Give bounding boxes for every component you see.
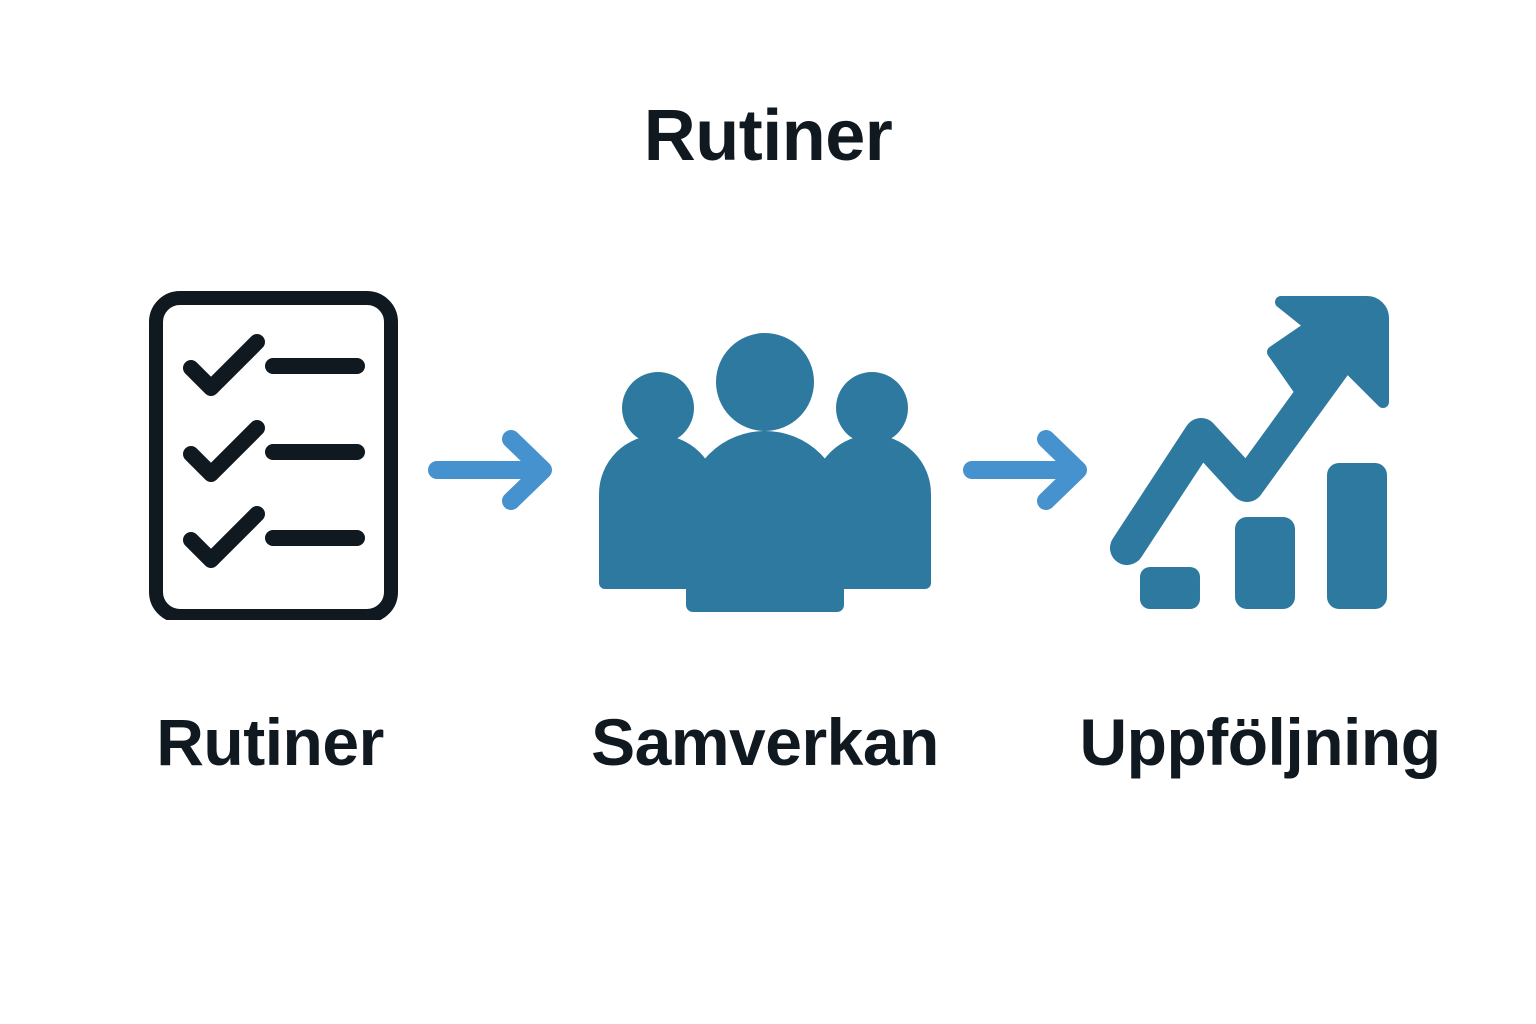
process-flow (0, 280, 1536, 623)
flow-step-samverkan[interactable] (565, 280, 965, 620)
checklist-document-icon (135, 280, 405, 625)
step-captions: Rutiner Samverkan Uppföljning (0, 700, 1536, 830)
connector-arrow-2 (960, 425, 1100, 515)
step-label-uppfoljning: Uppföljning (1079, 705, 1441, 779)
step-label-samverkan: Samverkan (591, 705, 939, 779)
arrow-right-icon (963, 430, 1087, 510)
page-title: Rutiner (643, 96, 893, 176)
growth-bar-chart-arrow-icon (1095, 280, 1425, 625)
connector-arrow-1 (425, 425, 565, 515)
step-label-rutiner: Rutiner (156, 705, 384, 779)
flow-step-rutiner[interactable] (135, 280, 405, 623)
arrow-right-icon (428, 430, 552, 510)
flow-step-uppfoljning[interactable] (1095, 280, 1425, 620)
people-group-icon (565, 280, 965, 625)
